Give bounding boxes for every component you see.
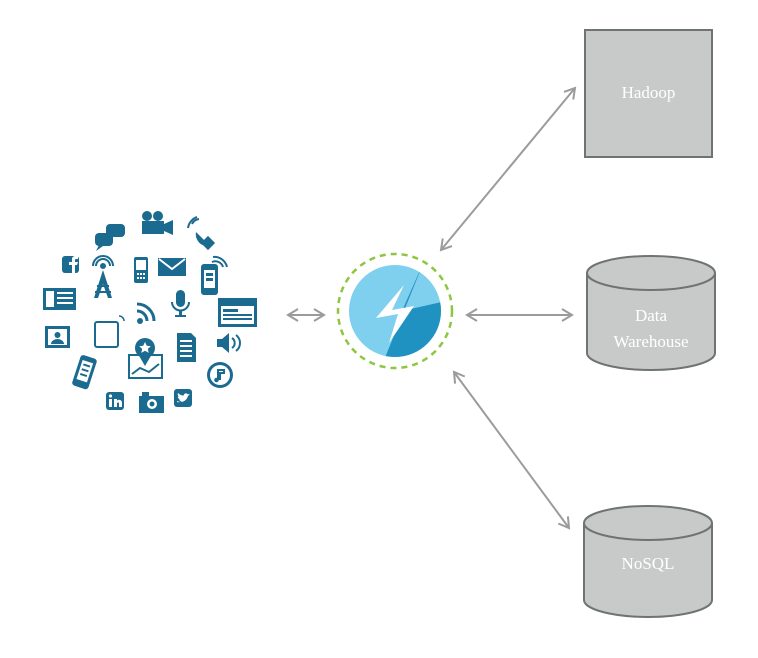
hadoop-label: Hadoop bbox=[621, 83, 676, 102]
newspaper-icon bbox=[43, 288, 76, 310]
facebook-icon bbox=[62, 256, 79, 273]
rss-icon bbox=[136, 302, 156, 324]
arrow-hub-hadoop bbox=[439, 86, 577, 252]
linkedin-icon bbox=[106, 392, 124, 410]
satellite-dish-icon bbox=[187, 216, 216, 251]
location-pin-icon bbox=[128, 338, 163, 379]
music-icon bbox=[207, 362, 233, 388]
contact-card-icon bbox=[45, 326, 70, 348]
smartphone-signal-icon bbox=[201, 255, 228, 295]
chat-icon bbox=[95, 224, 125, 251]
data-warehouse-node bbox=[586, 255, 716, 371]
data-warehouse-label-line2: Warehouse bbox=[613, 332, 689, 351]
hub-node bbox=[336, 252, 454, 370]
camera-icon bbox=[139, 392, 164, 413]
data-sources-cluster bbox=[43, 211, 257, 413]
hadoop-node bbox=[584, 29, 713, 158]
phone-icon bbox=[134, 257, 148, 283]
arrow-hub-nosql bbox=[452, 370, 571, 530]
nosql-node bbox=[583, 505, 713, 618]
radio-tower-icon bbox=[92, 255, 114, 298]
speaker-icon bbox=[217, 333, 241, 353]
twitter-icon bbox=[174, 389, 192, 407]
tablet-icon bbox=[94, 315, 125, 348]
data-warehouse-label-line1: Data bbox=[634, 306, 668, 325]
webpage-icon bbox=[218, 298, 257, 327]
email-icon bbox=[158, 258, 186, 276]
microphone-icon bbox=[171, 290, 190, 317]
nosql-label: NoSQL bbox=[621, 554, 675, 573]
document-icon bbox=[177, 333, 196, 362]
mobile-icon bbox=[72, 355, 97, 390]
video-camera-icon bbox=[142, 211, 173, 235]
connectors bbox=[286, 86, 577, 530]
